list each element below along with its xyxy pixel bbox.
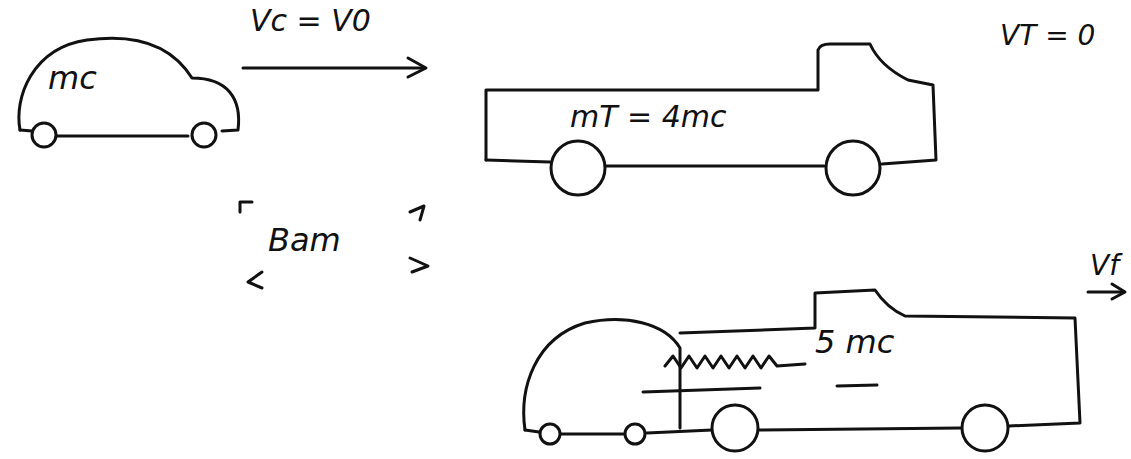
outline-stroke <box>486 160 550 162</box>
wheel <box>540 424 560 444</box>
velocity-label: Vf <box>1090 250 1119 282</box>
outline-stroke <box>19 38 239 131</box>
vehicle-node: mc <box>12 18 252 163</box>
outline-stroke <box>20 130 32 131</box>
mass-label: 5 mc <box>815 324 894 361</box>
burst-mark <box>410 206 424 220</box>
burst-mark <box>410 258 428 272</box>
vehicle-node: 5 mc <box>515 278 1085 456</box>
velocity-label: Vc = V0 <box>250 4 371 39</box>
combined-vehicle-shape <box>515 278 1085 456</box>
wheel <box>962 405 1008 451</box>
outline-stroke <box>643 388 760 392</box>
outline-stroke <box>56 135 188 138</box>
outline-stroke <box>561 433 623 436</box>
outline-stroke <box>524 320 680 430</box>
wheel <box>826 141 880 195</box>
wheel <box>551 141 605 195</box>
outline-stroke <box>606 165 824 168</box>
impact-label: Bam <box>268 222 341 259</box>
velocity-arrow <box>243 67 425 70</box>
outline-stroke <box>665 356 805 368</box>
outline-stroke <box>525 430 539 432</box>
wheel <box>32 123 56 147</box>
velocity-label: VT = 0 <box>1000 20 1095 52</box>
wheel <box>625 424 645 444</box>
velocity-arrow <box>1088 291 1124 294</box>
arrow-head <box>1112 284 1125 299</box>
burst-mark <box>240 202 252 212</box>
outline-stroke <box>647 430 712 433</box>
mass-label: mc <box>48 60 97 97</box>
vehicle-node: mT = 4mc <box>478 40 943 202</box>
wheel <box>712 405 758 451</box>
burst-mark <box>248 272 262 288</box>
outline-stroke <box>837 385 877 386</box>
outline-stroke <box>759 428 961 430</box>
arrow-head <box>408 58 426 77</box>
mass-label: mT = 4mc <box>570 100 727 135</box>
wheel <box>192 123 216 147</box>
